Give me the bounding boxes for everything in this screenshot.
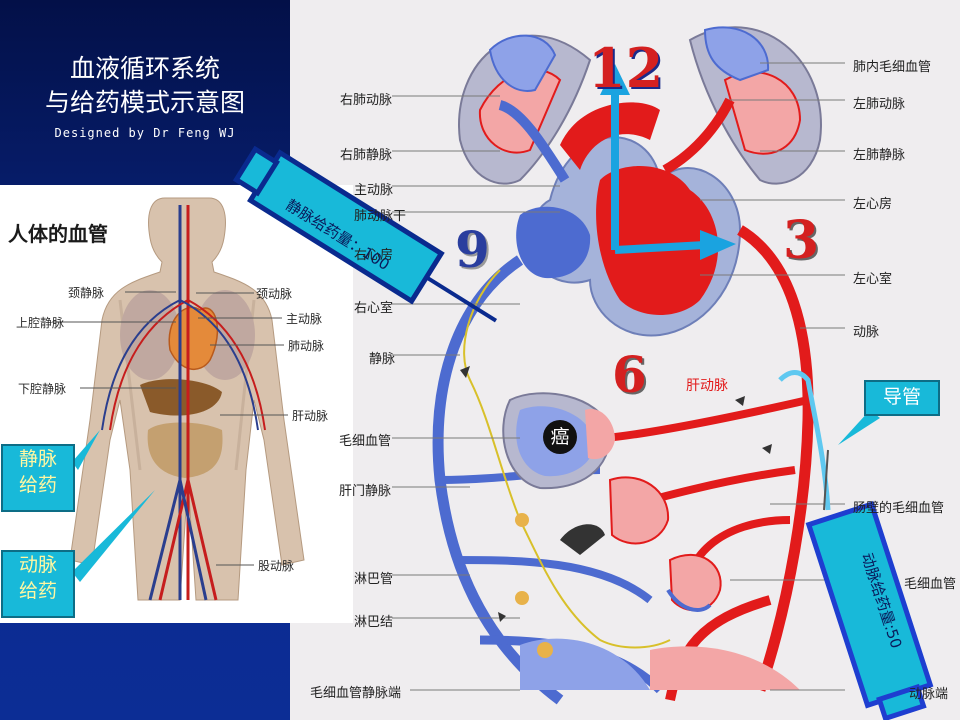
artery-admin-text-2: 给药 (18, 580, 57, 602)
clock-number-6: 6 (612, 345, 647, 404)
label-lymph-node: 淋巴结 (354, 615, 394, 630)
label-artery: 动脉 (853, 325, 880, 340)
clock-number-3: 3 (783, 210, 820, 271)
label-pulmonary-trunk: 肺动脉干 (354, 209, 407, 224)
label-portal-vein: 肝门静脉 (339, 484, 392, 499)
label-right-pulmonary-vein: 右肺静脉 (340, 148, 393, 163)
clock-number-9: 9 (455, 220, 490, 279)
catheter-line (778, 370, 831, 511)
label-pulmonary-artery: 肺动脉 (288, 339, 325, 353)
label-left-atrium: 左心房 (853, 197, 893, 212)
label-aorta-main: 主动脉 (354, 183, 394, 198)
label-vein: 静脉 (369, 352, 396, 367)
label-right-pulmonary-artery: 右肺动脉 (340, 93, 393, 108)
label-capillary-right: 毛细血管 (904, 577, 957, 592)
body-leader-lines (52, 291, 288, 566)
label-right-ventricle: 右心室 (354, 301, 394, 316)
circulation-leader-lines (392, 62, 845, 691)
label-hepatic-artery-body: 肝动脉 (292, 409, 329, 423)
label-jugular-vein: 颈静脉 (68, 286, 105, 300)
label-femoral-artery: 股动脉 (258, 559, 295, 573)
label-right-atrium: 右心房 (354, 248, 394, 263)
title-line-2: 与给药模式示意图 (44, 88, 245, 117)
catheter-callout-pointer (838, 410, 880, 445)
vein-syringe (232, 145, 498, 323)
artery-admin-callout: 动脉 给药 (1, 550, 75, 618)
label-left-pulmonary-artery: 左肺动脉 (853, 97, 906, 112)
vein-admin-text-1: 静脉 (18, 448, 57, 470)
label-left-pulmonary-vein: 左肺静脉 (853, 148, 906, 163)
vein-callout-pointer (72, 430, 100, 470)
label-pulmonary-capillaries: 肺内毛细血管 (853, 60, 932, 75)
label-intestinal-capillaries: 肠壁的毛细血管 (853, 501, 945, 516)
artery-syringe-needle (823, 449, 829, 511)
label-arterial-end: 动脉端 (909, 687, 949, 702)
label-capillary-venous-end: 毛细血管静脉端 (310, 686, 402, 701)
catheter-callout: 导管 (864, 380, 940, 416)
label-carotid-artery: 颈动脉 (256, 287, 293, 301)
label-left-ventricle: 左心室 (853, 272, 893, 287)
vein-admin-callout: 静脉 给药 (1, 444, 75, 512)
label-superior-vena-cava: 上腔静脉 (16, 316, 65, 330)
circulation-artwork (432, 26, 822, 705)
artery-admin-text-1: 动脉 (18, 554, 57, 576)
label-capillary-left: 毛细血管 (339, 434, 392, 449)
clock-number-12: 12 (588, 36, 664, 100)
clock-hands (600, 64, 736, 260)
label-inferior-vena-cava: 下腔静脉 (18, 382, 67, 396)
vein-admin-text-2: 给药 (18, 474, 57, 496)
human-body-figure (69, 197, 305, 601)
flow-arrows (460, 366, 772, 622)
artery-callout-pointer (72, 490, 155, 582)
designer-credit: Designed by Dr Feng WJ (54, 126, 236, 140)
title-line-1: 血液循环系统 (69, 54, 220, 83)
label-aorta: 主动脉 (286, 312, 323, 326)
slide-title: 血液循环系统 与给药模式示意图 (0, 52, 290, 120)
cancer-marker: 癌 (543, 420, 577, 454)
body-vessel-heading: 人体的血管 (8, 222, 108, 246)
hepatic-artery-label: 肝动脉 (686, 378, 728, 394)
artery-syringe (805, 501, 934, 720)
label-lymph-vessel: 淋巴管 (354, 572, 394, 587)
